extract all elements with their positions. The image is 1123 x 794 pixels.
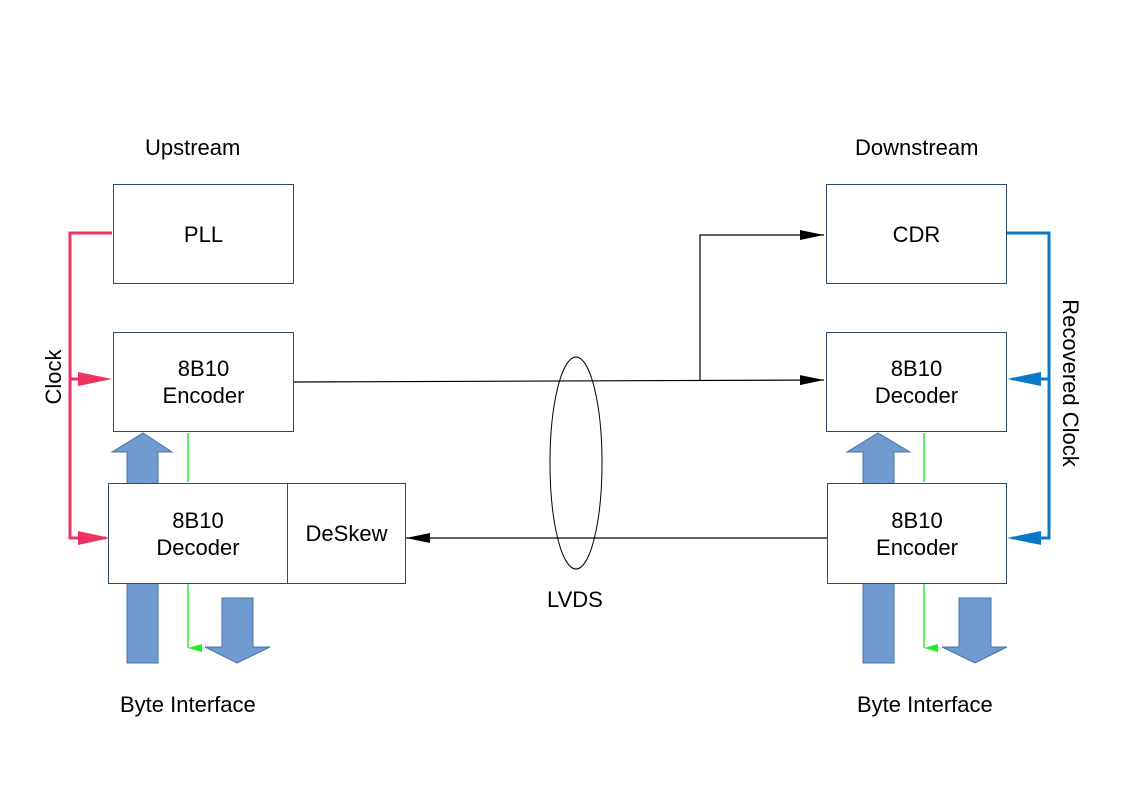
downstream-decoder-block: 8B10 Decoder	[826, 332, 1007, 432]
downstream-encoder-label-line1: 8B10	[891, 507, 943, 533]
deskew-block: DeSkew	[287, 483, 406, 584]
downstream-encoder-label-line2: Encoder	[876, 534, 958, 560]
upstream-byte-output-arrow	[204, 597, 271, 664]
upstream-encoder-label-line1: 8B10	[177, 356, 230, 381]
lvds-label: LVDS	[547, 587, 603, 612]
pll-block: PLL	[113, 184, 294, 284]
recovered-clock-line	[1007, 231, 1051, 545]
downstream-decoder-label-line1: 8B10	[890, 356, 943, 381]
downstream-encoder-block: 8B10 Encoder	[827, 483, 1007, 584]
clock-line	[68, 231, 112, 545]
cdr-block: CDR	[826, 184, 1007, 284]
byte-interface-right-label: Byte Interface	[857, 692, 993, 717]
upstream-label: Upstream	[145, 135, 241, 160]
lvds-ellipse	[549, 356, 603, 570]
deskew-label: DeSkew	[305, 521, 388, 546]
pll-label: PLL	[183, 221, 224, 247]
downstream-decoder-label-line2: Decoder	[874, 383, 959, 408]
downstream-label: Downstream	[855, 135, 979, 160]
clock-label: Clock	[41, 349, 66, 405]
downstream-byte-output-arrow	[941, 597, 1008, 664]
upstream-decoder-label-line1: 8B10	[172, 507, 224, 533]
upstream-encoder-label-line2: Encoder	[162, 383, 245, 408]
upstream-encoder-block: 8B10 Encoder	[113, 332, 294, 432]
recovered-clock-label: Recovered Clock	[1058, 299, 1083, 467]
upstream-decoder-block: 8B10 Decoder	[108, 483, 288, 584]
serial-link-forward	[292, 230, 825, 386]
byte-interface-left-label: Byte Interface	[120, 692, 256, 717]
cdr-label: CDR	[892, 221, 941, 247]
upstream-decoder-label-line2: Decoder	[156, 534, 240, 560]
